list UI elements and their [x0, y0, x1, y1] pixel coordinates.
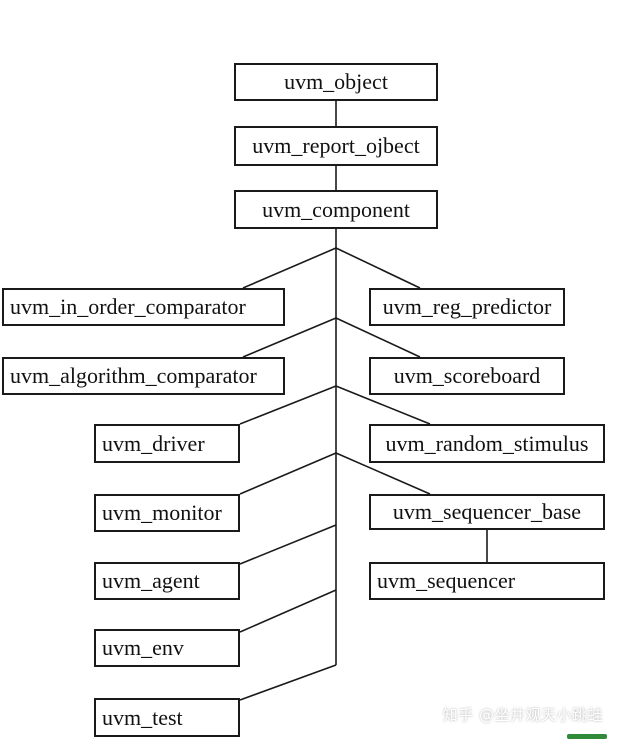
node-label: uvm_in_order_comparator — [10, 294, 246, 319]
edge-to-sequencer-base — [335, 452, 431, 495]
node-uvm-object: uvm_object — [234, 63, 438, 101]
node-label: uvm_agent — [102, 568, 200, 593]
edge-to-monitor — [239, 452, 337, 495]
watermark-text: 知乎 @坐井观天小跳蛙 — [442, 706, 603, 724]
node-label: uvm_test — [102, 704, 183, 730]
edge-to-algorithm-comparator — [242, 317, 337, 358]
edge-to-scoreboard — [335, 317, 421, 358]
node-uvm-env: uvm_env — [94, 629, 240, 667]
node-uvm-component: uvm_component — [234, 190, 438, 229]
watermark-accent-bar — [567, 734, 607, 739]
node-label: uvm_object — [284, 69, 388, 94]
node-label: uvm_sequencer_base — [392, 499, 582, 524]
node-label: uvm_sequencer — [377, 568, 516, 593]
node-label: uvm_report_ojbect — [252, 133, 420, 158]
node-uvm-reg-predictor: uvm_reg_predictor — [369, 288, 565, 326]
node-uvm-driver: uvm_driver — [94, 424, 240, 463]
node-label: uvm_scoreboard — [393, 363, 541, 388]
edge-to-driver — [239, 385, 337, 425]
node-label: uvm_driver — [102, 430, 205, 456]
node-uvm-report-object: uvm_report_ojbect — [234, 126, 438, 166]
node-uvm-sequencer: uvm_sequencer — [369, 562, 605, 600]
node-uvm-monitor: uvm_monitor — [94, 494, 240, 532]
edge-to-agent — [239, 524, 337, 565]
edge-to-reg-predictor — [335, 247, 421, 289]
node-uvm-scoreboard: uvm_scoreboard — [369, 357, 565, 395]
edge-to-env — [239, 589, 337, 633]
node-uvm-sequencer-base: uvm_sequencer_base — [369, 494, 605, 530]
node-uvm-test: uvm_test — [94, 698, 240, 737]
node-uvm-algorithm-comparator: uvm_algorithm_comparator — [2, 357, 285, 395]
node-label: uvm_reg_predictor — [382, 294, 552, 319]
node-label: uvm_component — [262, 196, 410, 222]
node-label: uvm_random_stimulus — [385, 430, 589, 456]
edge-to-test — [239, 664, 337, 701]
node-uvm-agent: uvm_agent — [94, 562, 240, 600]
node-uvm-random-stimulus: uvm_random_stimulus — [369, 424, 605, 463]
node-label: uvm_monitor — [102, 500, 222, 525]
node-uvm-in-order-comparator: uvm_in_order_comparator — [2, 288, 285, 326]
edge-to-random-stimulus — [335, 385, 431, 425]
node-label: uvm_algorithm_comparator — [10, 363, 257, 388]
edge-to-in-order-comparator — [242, 247, 337, 289]
node-label: uvm_env — [102, 635, 184, 660]
